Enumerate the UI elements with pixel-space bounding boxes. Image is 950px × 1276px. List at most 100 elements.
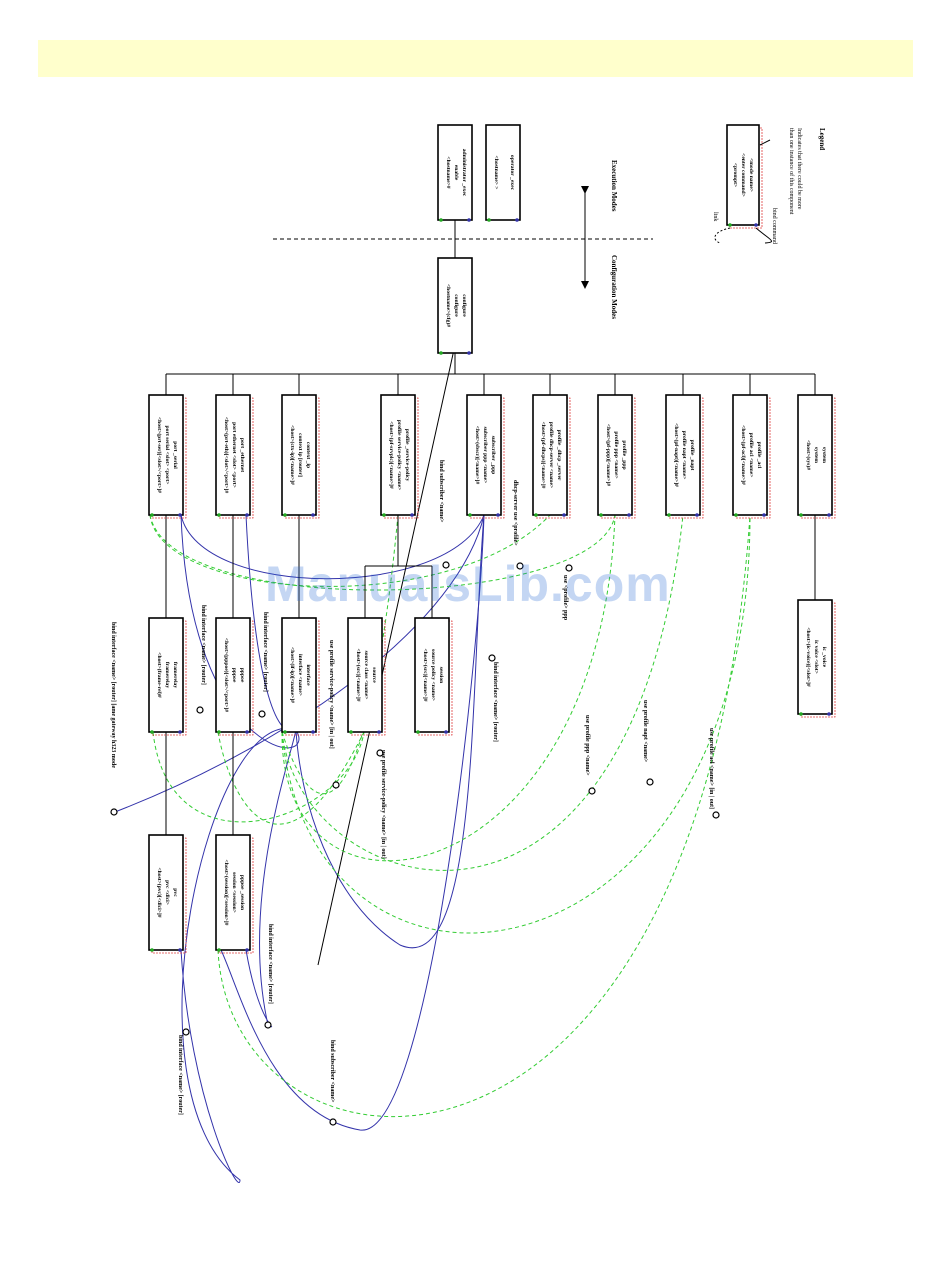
mode-box-line: <mode name> xyxy=(748,158,754,192)
label-config-modes: Configuration Modes xyxy=(610,255,618,319)
link-port-dot xyxy=(827,513,831,517)
bind-link xyxy=(281,514,684,871)
mode-box-line: profile _service-policy xyxy=(404,429,410,482)
mode-box-line: <host>(prt-eth)[<slot>/<port>]# xyxy=(223,417,230,493)
bind-link xyxy=(149,514,551,587)
mode-box-line: <host>(pf-srvplc)[<name>]# xyxy=(388,421,395,489)
mode-box-line: <host>(session)[<session>]# xyxy=(223,860,230,926)
link-port-dot xyxy=(377,730,381,734)
mode-box-line: profile _ppp xyxy=(621,440,627,469)
mode-box-line: framerelay xyxy=(164,662,170,689)
legend-link-label: link xyxy=(712,212,718,221)
mode-box-line: <host>(sys)# xyxy=(805,440,812,470)
bind-link xyxy=(217,514,751,1117)
link-port-dot xyxy=(496,513,500,517)
mode-box-line: <host>(src)[<name>]# xyxy=(355,648,362,701)
mode-box-line: configure xyxy=(453,294,459,317)
mode-box-line: source policy <name> xyxy=(430,649,436,701)
mode-box-line: pppoe xyxy=(239,668,245,683)
annotation-use-profile-napt: use profile napt <name> xyxy=(642,700,648,763)
mode-box-line: <hostname> > xyxy=(493,156,499,190)
mode-box-line: <host>(frame-rel)# xyxy=(156,652,163,698)
annotation-bind-if-pppoe: bind interface <name> [router] xyxy=(200,605,206,685)
bind-port-dot xyxy=(150,730,154,734)
legend-note-2: than one instance of this component xyxy=(788,128,795,215)
mode-box-line: subscriber ppp <name> xyxy=(482,427,488,484)
bind-link xyxy=(149,514,616,591)
annotation-use-profile-acl: use profile acl <name> [in | out] xyxy=(708,728,714,809)
mode-box-line: pvc xyxy=(172,888,178,897)
mode-box-line: pvc <dlci> xyxy=(164,880,170,905)
mode-box-line: framerelay xyxy=(172,662,178,689)
command-link xyxy=(220,514,485,1131)
link-port-dot xyxy=(311,730,315,734)
link-port-dot xyxy=(245,730,249,734)
legend-box: <mode name><enter command><prompt> xyxy=(726,124,763,229)
bind-port-dot xyxy=(487,218,491,222)
tree-lines xyxy=(165,220,816,835)
annotations: bind subscriber <name>dhcp-server use <p… xyxy=(110,460,714,1115)
annotation-bind-subscriber-1: bind subscriber <name> xyxy=(438,460,444,523)
bind-port-dot xyxy=(150,513,154,517)
bind-port-dot xyxy=(468,513,472,517)
mode-box-line: <host>(pvc)[<dlci>]# xyxy=(156,867,163,917)
command-link xyxy=(245,729,297,1028)
legend-link-arc xyxy=(714,227,731,244)
link-port-dot xyxy=(444,730,448,734)
link-port-dot xyxy=(827,712,831,716)
mode-box-line: <host>(ctx-ip)[<name>]# xyxy=(289,425,296,485)
mode-box-line: profile ppp <name> xyxy=(613,431,619,478)
command-link xyxy=(180,514,485,580)
legend: Legend Indicates that there could be mor… xyxy=(712,128,826,244)
bind-port-dot xyxy=(416,730,420,734)
legend-note-1: Indicates that there could be more xyxy=(796,128,802,210)
bind-links xyxy=(149,514,751,1117)
link-port-dot xyxy=(410,513,414,517)
mode-box-line: <hostname># xyxy=(445,156,451,188)
legend-title: Legend xyxy=(818,128,826,150)
mode-box-line: <hostname>(cfg)# xyxy=(445,284,452,327)
bind-port-dot xyxy=(799,513,803,517)
command-links xyxy=(114,344,485,1183)
annotation-bind-subscriber-2: bind subscriber <name> xyxy=(329,1040,335,1103)
mode-box-line: <host>(src)[<name>]# xyxy=(422,648,429,701)
bind-port-dot xyxy=(150,948,154,952)
mode-box-line: <host>(if-ip)[<name>]# xyxy=(289,647,296,703)
link-port-dot xyxy=(515,218,519,222)
mode-box-line: profile _acl xyxy=(756,442,762,469)
mode-box-line: enable xyxy=(453,165,459,181)
label-exec-modes: Execution Modes xyxy=(610,160,618,212)
bind-port-dot xyxy=(217,948,221,952)
link-port-dot xyxy=(178,730,182,734)
mode-box-line: <enter command> xyxy=(740,153,746,197)
mode-box-line: port ethernet <slot> <port> xyxy=(231,422,237,488)
mode-box-line: context _ip xyxy=(305,442,311,468)
bind-link xyxy=(152,731,365,823)
mode-box-line: interface <name> xyxy=(297,654,303,696)
mode-box-line: pppoe xyxy=(231,668,237,683)
link-port-dot xyxy=(754,223,758,227)
link-port-dot xyxy=(762,513,766,517)
bind-port-dot xyxy=(439,218,443,222)
mode-box-line: source class <name> xyxy=(363,651,369,700)
command-link xyxy=(180,514,300,749)
mode-box-line: <prompt> xyxy=(732,163,738,187)
bind-link xyxy=(217,731,365,825)
mode-box-line: session xyxy=(438,667,444,684)
mode-box-line: <host>(sbscr)[<name>]# xyxy=(474,426,481,485)
bind-link xyxy=(281,514,399,795)
link-port-dot xyxy=(245,948,249,952)
